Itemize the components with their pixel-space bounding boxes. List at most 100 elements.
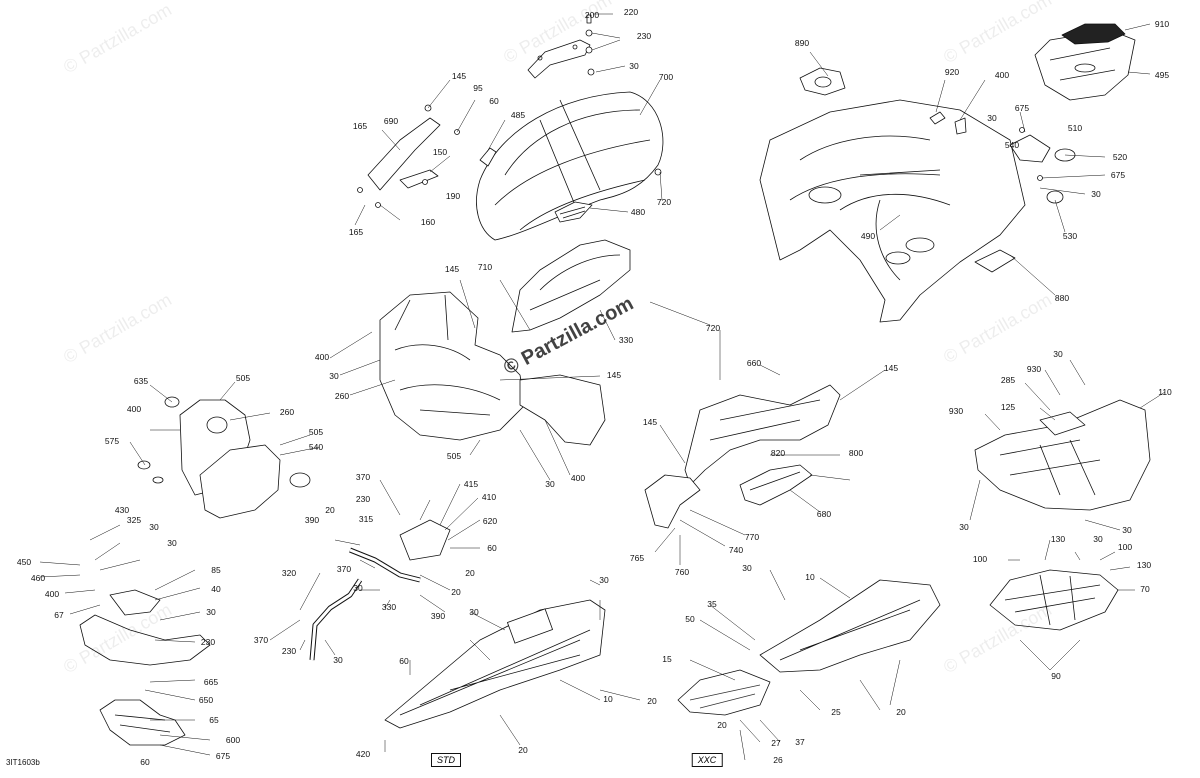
part-number[interactable]: 95 xyxy=(473,83,483,93)
part-number[interactable]: 390 xyxy=(304,515,320,525)
part-number[interactable]: 650 xyxy=(198,695,214,705)
part-number[interactable]: 400 xyxy=(126,404,142,414)
part-number[interactable]: 410 xyxy=(481,492,497,502)
part-number[interactable]: 495 xyxy=(1154,70,1170,80)
part-number[interactable]: 370 xyxy=(355,472,371,482)
side-panel-400[interactable] xyxy=(519,374,606,446)
part-number[interactable]: 635 xyxy=(133,376,149,386)
part-number[interactable]: 30 xyxy=(629,61,639,71)
part-number[interactable]: 665 xyxy=(203,677,219,687)
rack-20[interactable] xyxy=(349,519,451,583)
part-number[interactable]: 930 xyxy=(1026,364,1042,374)
part-number[interactable]: 20 xyxy=(465,568,475,578)
part-number[interactable]: 400 xyxy=(314,352,330,362)
plate-880[interactable] xyxy=(974,249,1016,273)
part-number[interactable]: 30 xyxy=(959,522,969,532)
part-number[interactable]: 145 xyxy=(451,71,467,81)
rear-body-490[interactable] xyxy=(759,99,1026,323)
part-number[interactable]: 27 xyxy=(771,738,781,748)
part-number[interactable]: 110 xyxy=(1158,387,1172,397)
skid-plate-70[interactable] xyxy=(989,569,1119,631)
part-number[interactable]: 390 xyxy=(430,611,446,621)
part-number[interactable]: 600 xyxy=(225,735,241,745)
part-number[interactable]: 460 xyxy=(30,573,46,583)
part-number[interactable]: 540 xyxy=(308,442,324,452)
fender-710[interactable] xyxy=(511,239,631,333)
part-number[interactable]: 770 xyxy=(744,532,760,542)
part-number[interactable]: 37 xyxy=(795,737,805,747)
part-number[interactable]: 400 xyxy=(994,70,1010,80)
part-number[interactable]: 920 xyxy=(944,67,960,77)
part-number[interactable]: 30 xyxy=(329,371,339,381)
part-number[interactable]: 675 xyxy=(1014,103,1030,113)
part-number[interactable]: 505 xyxy=(235,373,251,383)
part-number[interactable]: 330 xyxy=(618,335,634,345)
part-number[interactable]: 820 xyxy=(770,448,786,458)
part-number[interactable]: 720 xyxy=(656,197,672,207)
part-number[interactable]: 540 xyxy=(1004,140,1020,150)
part-number[interactable]: 165 xyxy=(348,227,364,237)
part-number[interactable]: 660 xyxy=(746,358,762,368)
part-number[interactable]: 20 xyxy=(896,707,906,717)
part-number[interactable]: 30 xyxy=(742,563,752,573)
part-number[interactable]: 25 xyxy=(831,707,841,717)
part-number[interactable]: 60 xyxy=(399,656,409,666)
part-number[interactable]: 230 xyxy=(200,637,216,647)
part-number[interactable]: 690 xyxy=(383,116,399,126)
part-number[interactable]: 30 xyxy=(333,655,343,665)
part-number[interactable]: 420 xyxy=(355,749,371,759)
part-number[interactable]: 260 xyxy=(279,407,295,417)
part-number[interactable]: 150 xyxy=(432,147,448,157)
part-number[interactable]: 30 xyxy=(1091,189,1101,199)
part-number[interactable]: 30 xyxy=(206,607,216,617)
part-number[interactable]: 145 xyxy=(444,264,460,274)
part-number[interactable]: 370 xyxy=(336,564,352,574)
part-number[interactable]: 15 xyxy=(662,654,672,664)
part-number[interactable]: 30 xyxy=(149,522,159,532)
part-number[interactable]: 320 xyxy=(281,568,297,578)
part-number[interactable]: 190 xyxy=(445,191,461,201)
part-number[interactable]: 800 xyxy=(848,448,864,458)
bracket-690[interactable] xyxy=(367,104,460,191)
part-number[interactable]: 700 xyxy=(658,72,674,82)
skid-600[interactable] xyxy=(99,699,186,746)
part-number[interactable]: 400 xyxy=(570,473,586,483)
part-number[interactable]: 680 xyxy=(816,509,832,519)
part-number[interactable]: 60 xyxy=(487,543,497,553)
part-number[interactable]: 60 xyxy=(489,96,499,106)
part-number[interactable]: 70 xyxy=(1140,584,1150,594)
part-number[interactable]: 505 xyxy=(308,427,324,437)
part-number[interactable]: 30 xyxy=(1122,525,1132,535)
part-number[interactable]: 220 xyxy=(623,7,639,17)
part-number[interactable]: 50 xyxy=(685,614,695,624)
skid-plate-xxc-10[interactable] xyxy=(759,579,941,673)
part-number[interactable]: 485 xyxy=(510,110,526,120)
part-number[interactable]: 10 xyxy=(603,694,613,704)
tube-320[interactable] xyxy=(309,578,363,661)
part-number[interactable]: 26 xyxy=(773,755,783,765)
part-number[interactable]: 575 xyxy=(104,436,120,446)
part-number[interactable]: 510 xyxy=(1067,123,1083,133)
part-number[interactable]: 30 xyxy=(599,575,609,585)
part-number[interactable]: 675 xyxy=(215,751,231,761)
part-number[interactable]: 315 xyxy=(358,514,374,524)
part-number[interactable]: 30 xyxy=(353,583,363,593)
fender-700[interactable] xyxy=(476,91,664,241)
part-number[interactable]: 85 xyxy=(211,565,221,575)
part-number[interactable]: 710 xyxy=(477,262,493,272)
part-number[interactable]: 260 xyxy=(334,391,350,401)
part-number[interactable]: 65 xyxy=(209,715,219,725)
rear-rack-110[interactable] xyxy=(974,399,1151,511)
part-number[interactable]: 530 xyxy=(1062,231,1078,241)
cover-890[interactable] xyxy=(799,67,846,96)
part-number[interactable]: 490 xyxy=(860,231,876,241)
part-number[interactable]: 230 xyxy=(355,494,371,504)
part-number[interactable]: 480 xyxy=(630,207,646,217)
deflector-480[interactable] xyxy=(554,201,593,223)
part-number[interactable]: 740 xyxy=(728,545,744,555)
part-number[interactable]: 760 xyxy=(674,567,690,577)
skid-plate-xxc-15[interactable] xyxy=(677,669,771,716)
part-number[interactable]: 765 xyxy=(629,553,645,563)
part-number[interactable]: 230 xyxy=(636,31,652,41)
part-number[interactable]: 910 xyxy=(1154,19,1170,29)
